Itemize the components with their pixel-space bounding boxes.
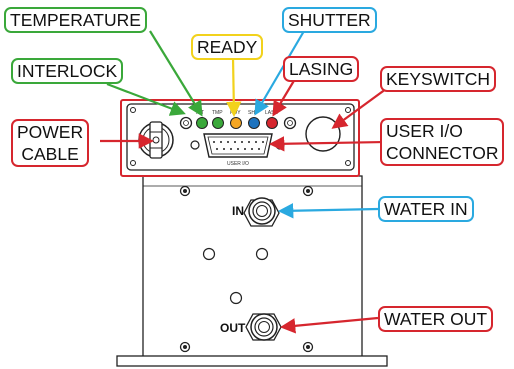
led-tmp — [196, 117, 208, 129]
led-lase — [266, 117, 278, 129]
port-label-out: OUT — [220, 321, 246, 335]
arrow-shutter — [254, 30, 305, 116]
arrow-interlock — [106, 82, 186, 116]
water-out-port — [245, 313, 282, 341]
water-in-port — [243, 197, 280, 227]
panel-label-tmp: TMP — [212, 110, 223, 116]
panel-label-rdy: RDY — [230, 110, 241, 116]
arrow-water-in — [277, 203, 379, 219]
callout-temperature: TEMPERATURE — [4, 7, 147, 33]
arrow-keyswitch — [331, 88, 387, 129]
led-sht — [248, 117, 260, 129]
arrow-lasing — [272, 78, 296, 117]
callout-water-in: WATER IN — [378, 196, 474, 222]
arrow-temperature — [149, 30, 203, 117]
callout-lasing: LASING — [283, 56, 360, 82]
callout-ready: READY — [191, 34, 264, 60]
arrow-user-io — [268, 136, 387, 152]
port-label-in: IN — [232, 204, 244, 218]
callout-interlock: INTERLOCK — [11, 58, 124, 84]
callout-power-cable-line2: CABLE — [21, 144, 79, 164]
callout-power-cable: POWER CABLE — [11, 119, 90, 167]
callout-water-out: WATER OUT — [378, 306, 494, 332]
panel-label-sht: SHT — [248, 110, 258, 116]
keyswitch — [305, 116, 341, 152]
led-row — [179, 116, 297, 130]
leader-arrows — [100, 30, 387, 334]
callout-user-io-line2: CONNECTOR — [386, 143, 499, 163]
callout-power-cable-line1: POWER — [17, 122, 84, 142]
callout-shutter: SHUTTER — [282, 7, 377, 33]
panel-label-lase: LASE — [265, 110, 278, 116]
callout-user-io-connector: USER I/O CONNECTOR — [380, 118, 505, 166]
arrow-water-out — [279, 316, 379, 334]
user-io-connector — [190, 133, 285, 158]
callout-keyswitch: KEYSWITCH — [380, 66, 497, 92]
panel-label-user-io: USER I/O — [227, 161, 249, 167]
led-int — [212, 117, 224, 129]
led-rdy — [230, 117, 242, 129]
arrow-ready — [226, 56, 242, 118]
callout-user-io-line1: USER I/O — [386, 121, 463, 141]
